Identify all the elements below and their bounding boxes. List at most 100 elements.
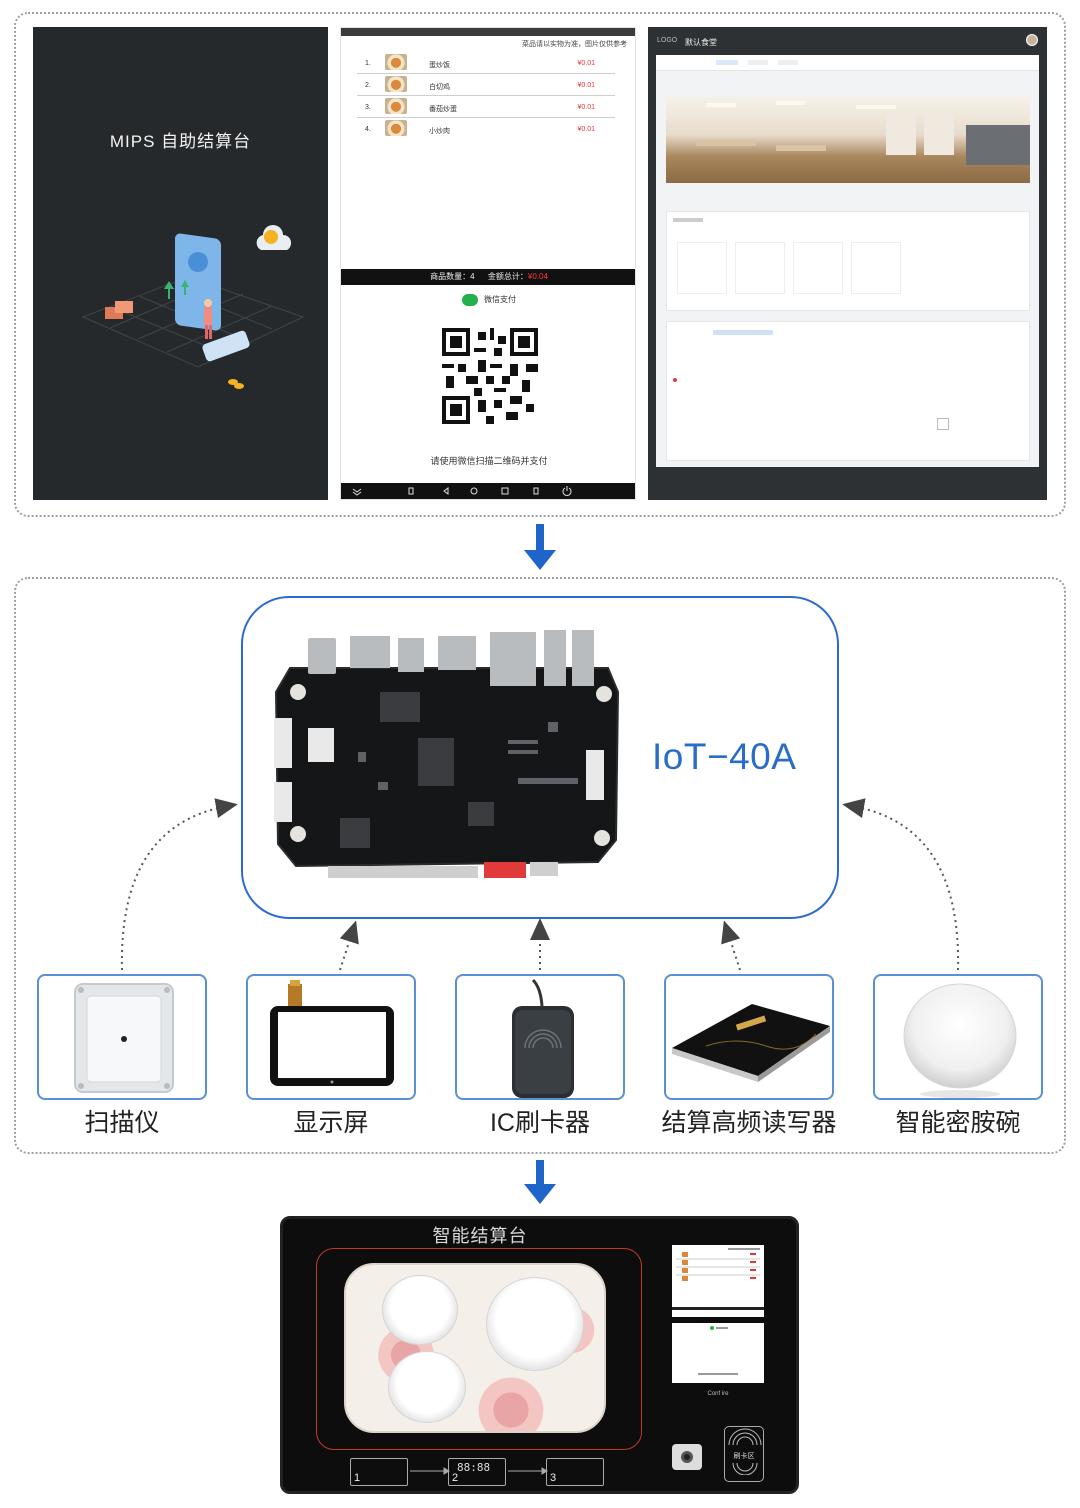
item-count-label: 商品数量： <box>430 272 471 281</box>
admin-logo: LOGO <box>657 37 678 44</box>
admin-dashboard: LOGO 默认食堂 <box>648 27 1047 500</box>
board-model-label: IoT−40A <box>652 736 797 777</box>
order-row-index: 4. <box>365 126 371 133</box>
order-row[interactable]: 4. 小炒肉 ¥0.01 <box>357 118 615 140</box>
down-arrow-icon <box>524 1160 556 1204</box>
dish-name: 小炒肉 <box>429 128 450 135</box>
admin-nav-tabs[interactable] <box>656 55 1039 71</box>
camera-lens <box>681 1451 693 1463</box>
counter-display: 88:88 <box>457 1461 491 1474</box>
peripheral-smart-bowl[interactable] <box>873 974 1043 1100</box>
device-tile[interactable] <box>735 242 785 294</box>
kiosk-title: MIPS 自助结算台 <box>109 132 252 151</box>
down-arrow-icon <box>524 524 556 570</box>
terminal-title: 智能结算台 <box>432 1226 528 1246</box>
dish-name: 蛋炒饭 <box>429 62 450 69</box>
avatar[interactable] <box>1026 34 1038 46</box>
item-count: 4 <box>470 272 475 281</box>
peripheral-label: IC刷卡器 <box>489 1109 590 1137</box>
card-tap-zone[interactable]: 刷卡区 <box>724 1426 764 1482</box>
status-dot <box>673 378 677 382</box>
kiosk-splash-screen: MIPS 自助结算台 <box>33 27 328 500</box>
order-row[interactable]: 3. 番茄炒蛋 ¥0.01 <box>357 96 615 118</box>
step-arrows <box>410 1467 548 1475</box>
admin-footer <box>648 467 1047 500</box>
step-number: 2 <box>452 1472 459 1484</box>
empty-state-icon <box>937 418 949 430</box>
tab[interactable] <box>778 60 798 65</box>
total-label: 金额总计： <box>487 272 528 281</box>
payment-qr-code <box>442 328 538 424</box>
payment-preview <box>698 1326 738 1375</box>
camera-icon <box>672 1444 702 1470</box>
peripheral-label: 扫描仪 <box>84 1109 160 1137</box>
process-step: 1 <box>350 1458 408 1486</box>
business-overview-card <box>666 321 1030 461</box>
scan-instruction: 请使用微信扫描二维码并支付 <box>430 456 548 466</box>
device-tile[interactable] <box>677 242 727 294</box>
rfid-reader-icon <box>672 1004 830 1082</box>
dish-price: ¥0.01 <box>577 104 595 111</box>
tray-recognition-zone <box>316 1248 642 1450</box>
admin-content <box>656 55 1039 467</box>
kiosk-illustration <box>81 225 305 389</box>
order-list-preview <box>672 1248 764 1310</box>
terminal-payment-screen <box>672 1323 764 1383</box>
terminal-order-screen <box>672 1245 764 1317</box>
dish-price: ¥0.01 <box>577 126 595 133</box>
dish-name: 白切鸡 <box>429 84 450 91</box>
period-tabs[interactable] <box>713 330 773 335</box>
total-amount: ¥0.04 <box>527 272 548 281</box>
order-row[interactable]: 1. 蛋炒饭 ¥0.01 <box>357 52 615 74</box>
order-row-index: 1. <box>365 60 371 67</box>
store-selector[interactable]: 默认食堂 <box>685 38 717 47</box>
step-number: 1 <box>354 1472 361 1484</box>
nfc-waves-icon <box>732 1462 758 1476</box>
canteen-photo-graphic <box>696 101 1030 165</box>
tray-flower-pattern <box>476 1375 546 1431</box>
order-summary-bar: 商品数量：4 金额总计：¥0.04 <box>341 269 635 285</box>
dish-price: ¥0.01 <box>577 82 595 89</box>
dish-price: ¥0.01 <box>577 60 595 67</box>
payment-method-label: 微信支付 <box>484 295 516 305</box>
smart-bowl <box>382 1275 458 1345</box>
android-navigation-bar <box>341 483 635 499</box>
peripheral-card-reader[interactable] <box>455 974 625 1100</box>
dish-thumbnail <box>385 120 407 136</box>
scanner-icon <box>74 983 174 1093</box>
status-bar <box>341 28 635 36</box>
device-tile[interactable] <box>793 242 843 294</box>
peripheral-label: 智能密胺碗 <box>895 1109 1021 1137</box>
peripheral-label: 显示屏 <box>293 1109 369 1137</box>
peripheral-scanner[interactable] <box>37 974 207 1100</box>
order-row-index: 2. <box>365 82 371 89</box>
card-reader-icon <box>512 978 574 1098</box>
smart-bowl <box>388 1351 466 1423</box>
peripheral-rfid-reader[interactable] <box>664 974 834 1100</box>
tab[interactable] <box>748 60 768 65</box>
wechat-pay-icon <box>462 294 478 306</box>
peripheral-label: 结算高频读写器 <box>661 1109 837 1137</box>
device-tile[interactable] <box>851 242 901 294</box>
canteen-photo <box>666 95 1030 183</box>
order-row[interactable]: 2. 白切鸡 ¥0.01 <box>357 74 615 96</box>
payment-method[interactable]: 微信支付 <box>341 294 635 306</box>
dish-name: 番茄炒蛋 <box>429 106 457 113</box>
dish-thumbnail <box>385 98 407 114</box>
device-status-card <box>666 211 1030 311</box>
tab-active[interactable] <box>716 60 738 65</box>
food-tray <box>344 1263 606 1433</box>
process-step: 3 <box>546 1458 604 1486</box>
dish-thumbnail <box>385 76 407 92</box>
dish-thumbnail <box>385 54 407 70</box>
software-screens-frame <box>14 12 1066 517</box>
card-heading <box>673 218 703 222</box>
peripheral-display[interactable] <box>246 974 416 1100</box>
step-number: 3 <box>550 1472 557 1484</box>
card-zone-label: 刷卡区 <box>733 1453 755 1460</box>
bowl-icon <box>903 983 1017 1098</box>
admin-header: LOGO 默认食堂 <box>648 27 1047 55</box>
checkout-screen: 菜品请以实物为准，图片仅供参考 1. 蛋炒饭 ¥0.01 2. 白切鸡 ¥0.0… <box>340 27 636 500</box>
iot-40a-board-image <box>274 630 620 878</box>
terminal-brand: Conf ire <box>672 1390 764 1398</box>
